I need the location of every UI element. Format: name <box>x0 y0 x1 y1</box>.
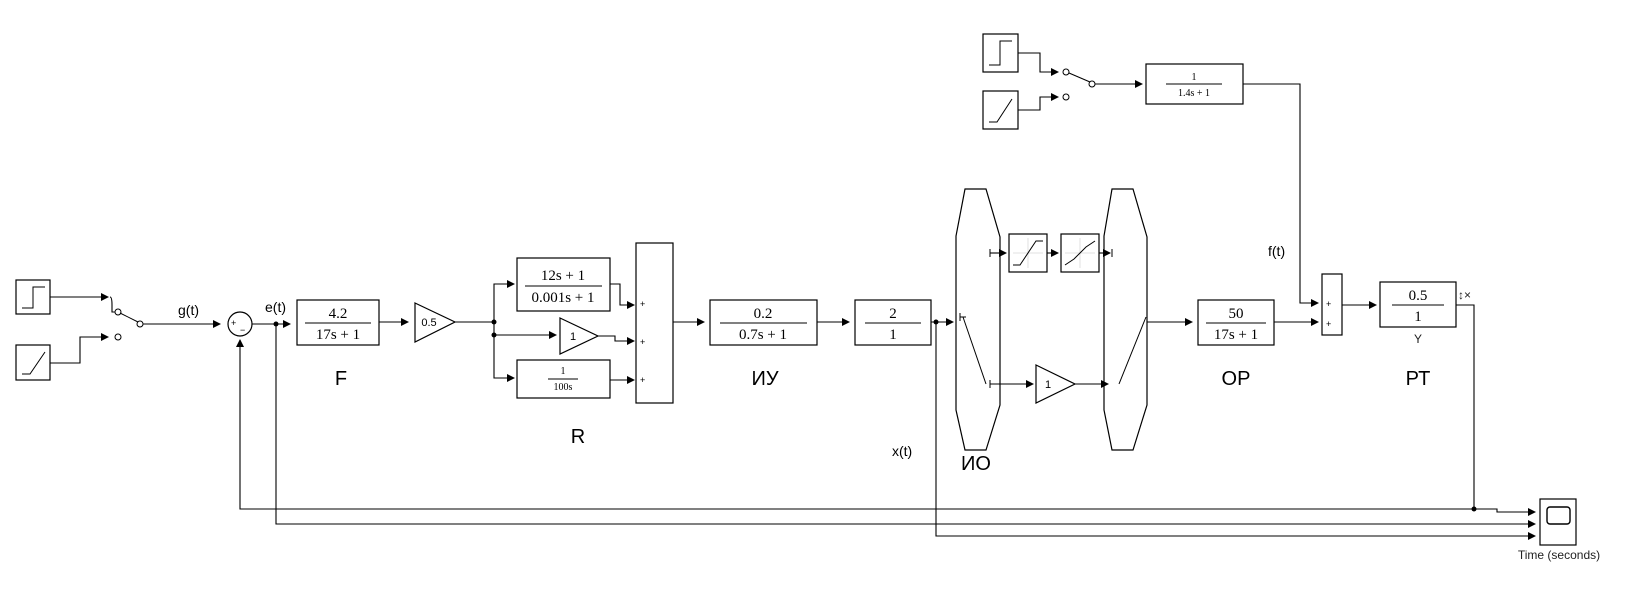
tf-block-RT[interactable]: 0.5 1 <box>1379 281 1457 328</box>
svg-text:−: − <box>240 325 245 335</box>
gain-block-R[interactable]: 1 <box>559 317 600 355</box>
sum-block-output[interactable]: + + <box>1321 273 1343 336</box>
tf-block-gain-2[interactable]: 2 1 <box>854 299 932 346</box>
svg-text:+: + <box>231 318 236 328</box>
signal-e-label: e(t) <box>265 299 286 315</box>
tf-block-F[interactable]: 4.2 17s + 1 <box>296 299 380 346</box>
svg-text:+: + <box>640 299 645 309</box>
svg-text:1: 1 <box>561 366 566 377</box>
svg-text:0.5: 0.5 <box>1409 288 1428 304</box>
tf-block-R-integrator[interactable]: 1 100s <box>516 359 611 399</box>
svg-text:+: + <box>1326 299 1331 309</box>
dead-zone-icon[interactable] <box>1060 233 1100 273</box>
gain-block-main[interactable]: 0.5 <box>414 302 457 343</box>
svg-text:+: + <box>1326 319 1331 329</box>
tf-block-IU[interactable]: 0.2 0.7s + 1 <box>709 299 818 346</box>
svg-text:1: 1 <box>570 331 576 343</box>
gain-block-IO[interactable]: 1 <box>1035 364 1077 404</box>
label-OP: ОР <box>1222 368 1251 390</box>
scope-caption: Time (seconds) <box>1518 548 1600 562</box>
rt-port-mark: ↕× <box>1458 288 1471 302</box>
svg-text:12s + 1: 12s + 1 <box>541 268 585 284</box>
label-F: F <box>335 368 347 390</box>
scope-icon[interactable] <box>1539 498 1577 546</box>
svg-text:1: 1 <box>1045 379 1051 391</box>
svg-text:+: + <box>640 337 645 347</box>
tf-block-disturbance[interactable]: 1 1.4s + 1 <box>1145 63 1244 105</box>
svg-text:0.2: 0.2 <box>754 306 773 322</box>
svg-text:17s + 1: 17s + 1 <box>316 327 360 343</box>
step-source-icon[interactable] <box>982 33 1019 73</box>
sum-junction[interactable]: + − <box>227 311 253 337</box>
label-IO: ИО <box>961 453 991 475</box>
svg-text:1: 1 <box>1414 309 1422 325</box>
saturation-icon[interactable] <box>1008 233 1048 273</box>
signal-f-label: f(t) <box>1268 243 1285 259</box>
ramp-source-icon[interactable] <box>982 90 1019 130</box>
svg-text:0.5: 0.5 <box>421 317 436 329</box>
svg-text:1: 1 <box>889 327 897 343</box>
label-R: R <box>571 426 585 448</box>
label-RT: РТ <box>1406 368 1431 390</box>
step-source-icon[interactable] <box>15 279 51 315</box>
svg-text:50: 50 <box>1229 306 1244 322</box>
manual-switch-icon[interactable] <box>114 308 144 341</box>
svg-text:0.7s + 1: 0.7s + 1 <box>739 327 787 343</box>
svg-text:1: 1 <box>1192 72 1197 83</box>
svg-text:100s: 100s <box>554 382 573 393</box>
svg-text:2: 2 <box>889 306 897 322</box>
svg-text:+: + <box>640 375 645 385</box>
signal-g-label: g(t) <box>178 302 199 318</box>
svg-text:17s + 1: 17s + 1 <box>1214 327 1258 343</box>
variant-subsystem-IO[interactable] <box>955 188 1148 451</box>
svg-text:4.2: 4.2 <box>329 306 348 322</box>
rt-port-label: Y <box>1414 332 1422 346</box>
tf-block-R-pd[interactable]: 12s + 1 0.001s + 1 <box>516 257 611 312</box>
signal-x-label: x(t) <box>892 443 912 459</box>
ramp-source-icon[interactable] <box>15 344 51 381</box>
label-IU: ИУ <box>751 368 778 390</box>
tf-block-OP[interactable]: 50 17s + 1 <box>1197 299 1275 346</box>
sum-block-R[interactable]: + + + <box>635 242 674 404</box>
svg-text:1.4s + 1: 1.4s + 1 <box>1178 88 1210 99</box>
svg-text:0.001s + 1: 0.001s + 1 <box>531 290 594 306</box>
manual-switch-icon[interactable] <box>1062 68 1096 101</box>
